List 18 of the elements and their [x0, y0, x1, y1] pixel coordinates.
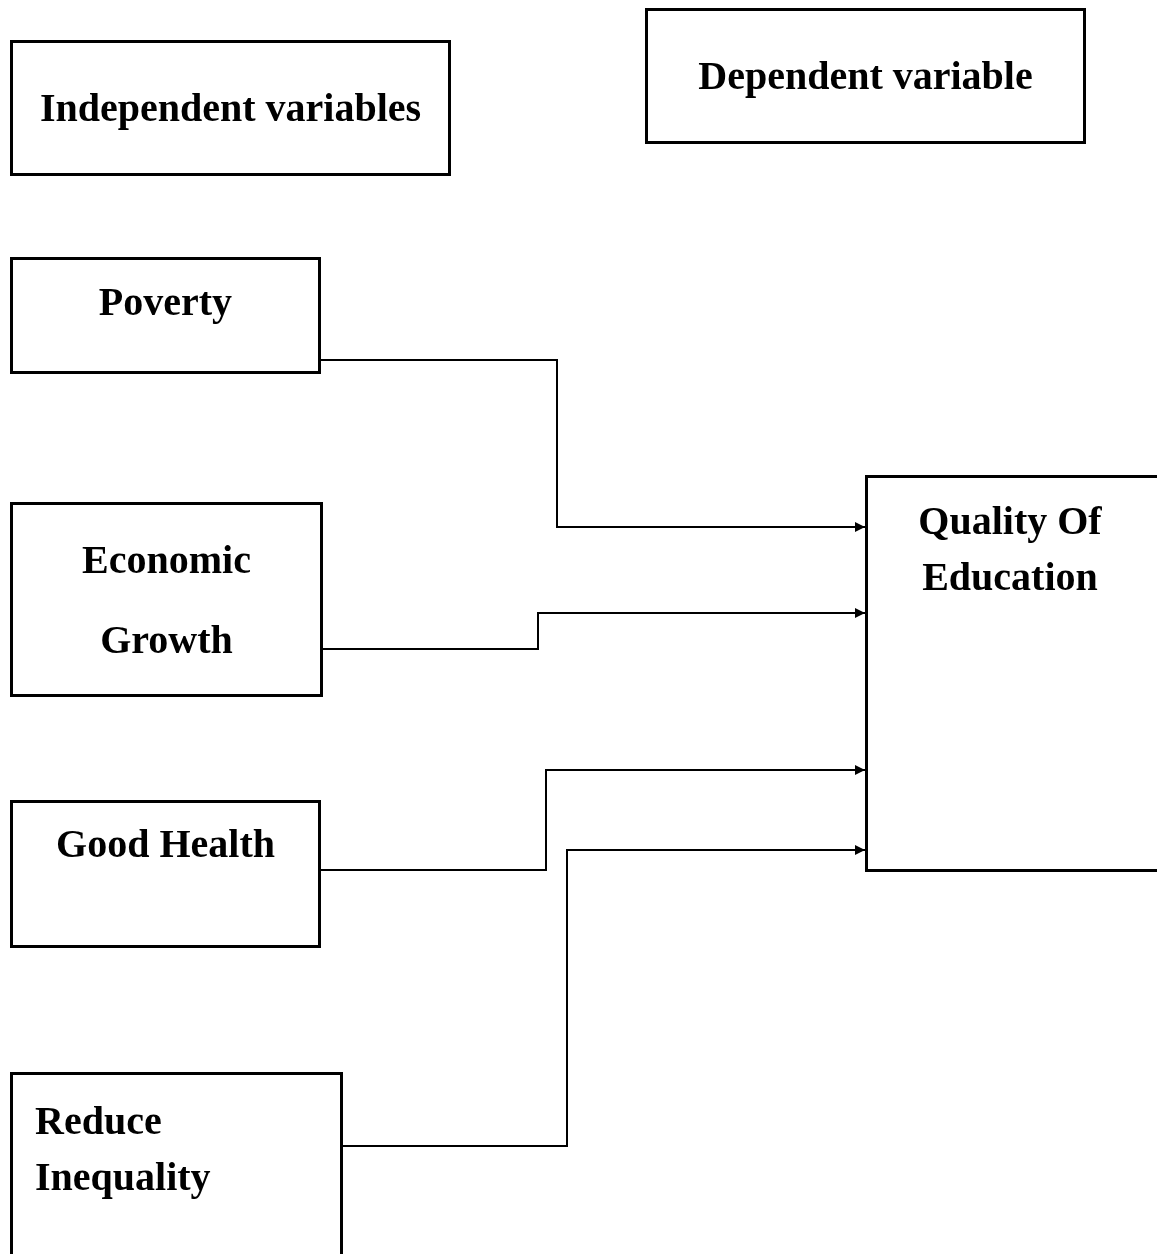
variable-box — [10, 1072, 343, 1254]
variable-box — [10, 502, 323, 697]
box-label: Quality Of Education — [917, 497, 1103, 601]
arrow — [342, 845, 866, 1147]
box-label: Good Health — [55, 820, 276, 868]
arrow — [320, 765, 866, 871]
arrow — [322, 608, 866, 650]
heading-box — [10, 40, 451, 176]
arrow — [320, 359, 866, 532]
box-label: Dependent variable — [697, 52, 1034, 100]
box-label: Economic Growth — [81, 535, 252, 664]
variable-box — [10, 800, 321, 948]
variable-box — [10, 257, 321, 374]
box-label: Reduce Inequality — [35, 1097, 212, 1201]
heading-box — [645, 8, 1086, 144]
box-label: Poverty — [97, 278, 234, 326]
outcome-box — [865, 475, 1157, 872]
box-label: Independent variables — [38, 84, 423, 132]
